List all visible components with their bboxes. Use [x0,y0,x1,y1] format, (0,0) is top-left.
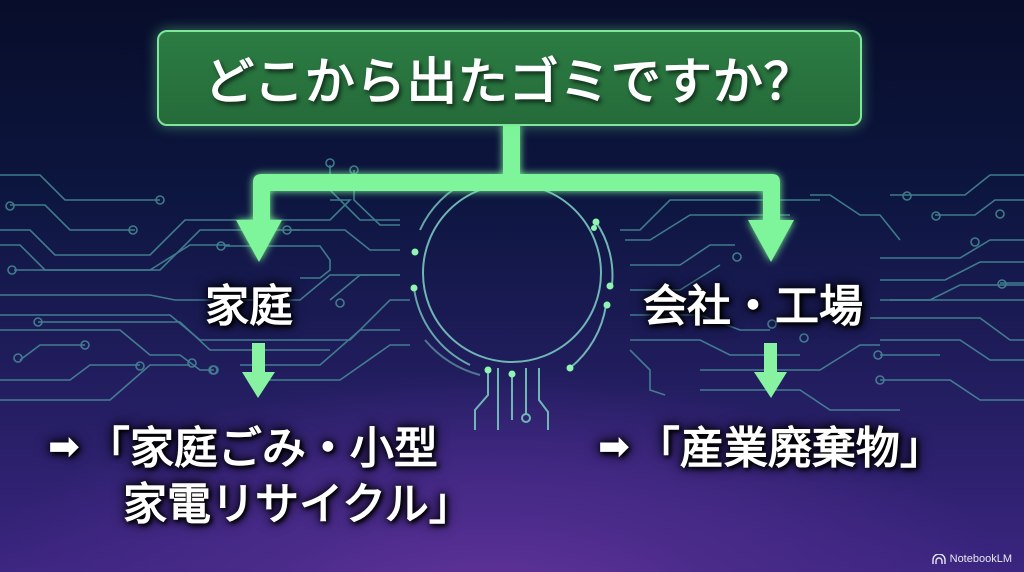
right-arrow-icon: ➡ [598,424,630,468]
brand-watermark: NotebookLM [931,553,1012,565]
result-home-line2: 家電リサイクル」 [123,479,473,530]
arrow-down-home-head [242,372,275,398]
arrow-down-company-shaft [764,343,777,373]
question-title: どこから出たゴミですか？ [204,53,815,111]
branch-label-home: 家庭 [205,281,293,332]
question-box: どこから出たゴミですか？ [157,30,862,126]
branch-label-company: 会社・工場 [643,281,863,332]
branch-bar [253,174,780,222]
brand-label: NotebookLM [949,553,1012,565]
result-home: ➡「家庭ごみ・小型 家電リサイクル」 [48,418,473,533]
stem-connector [503,124,520,184]
arrow-down-home-shaft [252,343,265,373]
arrowhead-right [748,220,794,262]
arrowhead-left [236,220,282,262]
arrow-down-company-head [754,372,787,398]
right-arrow-icon: ➡ [48,424,80,468]
result-company-line1: 「産業廃棄物」 [635,423,944,474]
notebooklm-logo-icon [931,554,946,564]
result-company: ➡「産業廃棄物」 [598,418,944,477]
result-home-line1: 「家庭ごみ・小型 [85,423,438,474]
